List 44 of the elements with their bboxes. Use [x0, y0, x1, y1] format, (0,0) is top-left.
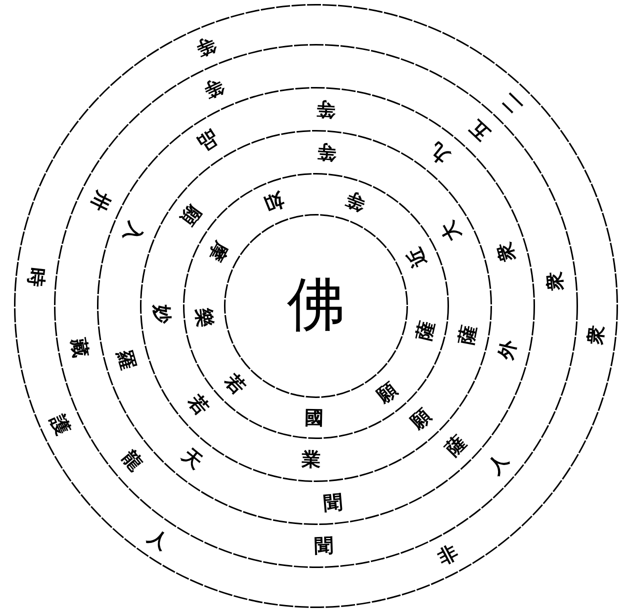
ring-character: 聞: [322, 490, 345, 516]
ring-character: 等: [316, 139, 338, 165]
ring-character: 五: [464, 114, 496, 147]
center-character: 佛: [286, 272, 346, 336]
ring-character: 羅: [112, 347, 140, 375]
ring-character: 國: [303, 406, 325, 431]
ring-character: 如: [260, 186, 288, 218]
ring-character: 入: [118, 218, 148, 247]
ring-character: 二: [496, 88, 528, 120]
ring-character: 近: [402, 242, 432, 272]
ring-character: 願: [406, 403, 437, 436]
ring-character: 聞: [314, 534, 336, 559]
ring-character: 若: [182, 390, 214, 422]
ring-character: 人: [482, 448, 514, 480]
ring-character: 等: [192, 32, 220, 62]
ring-character: 外: [494, 338, 522, 364]
ring-character: 薩: [412, 318, 440, 346]
ring-character: 衆: [492, 238, 520, 266]
ring-character: 樂: [191, 306, 218, 330]
ring-character: 非: [434, 540, 463, 572]
ring-character: 衆: [584, 324, 610, 348]
ring-character: 薩: [440, 430, 472, 462]
ring-character: 妙: [149, 303, 174, 326]
ring-character: 品: [193, 124, 224, 157]
ring-character: 九: [424, 136, 456, 170]
ring-character: 護: [45, 410, 76, 440]
ring-character: 願: [372, 378, 402, 410]
ring-character: 龍: [116, 445, 148, 477]
ring-character: 業: [300, 448, 322, 473]
ring-character: 大: [436, 216, 466, 247]
ring-character: 願: [176, 200, 206, 232]
ring-character: 人: [143, 524, 174, 556]
ring-character: 若: [220, 368, 251, 401]
ring-character: 薩: [454, 323, 482, 349]
ring-character: 等: [315, 96, 338, 122]
ring-character: 衆: [542, 269, 568, 294]
ring-character: 天: [176, 444, 207, 476]
ring-band: [14, 4, 618, 608]
ring-character: 等: [342, 186, 370, 216]
ring-character: 卅: [84, 186, 115, 216]
ring-character: 時: [22, 264, 48, 290]
ring-character: 等: [200, 73, 229, 104]
ring-character: 藏: [66, 335, 93, 362]
ring-character: 摩: [202, 236, 233, 268]
